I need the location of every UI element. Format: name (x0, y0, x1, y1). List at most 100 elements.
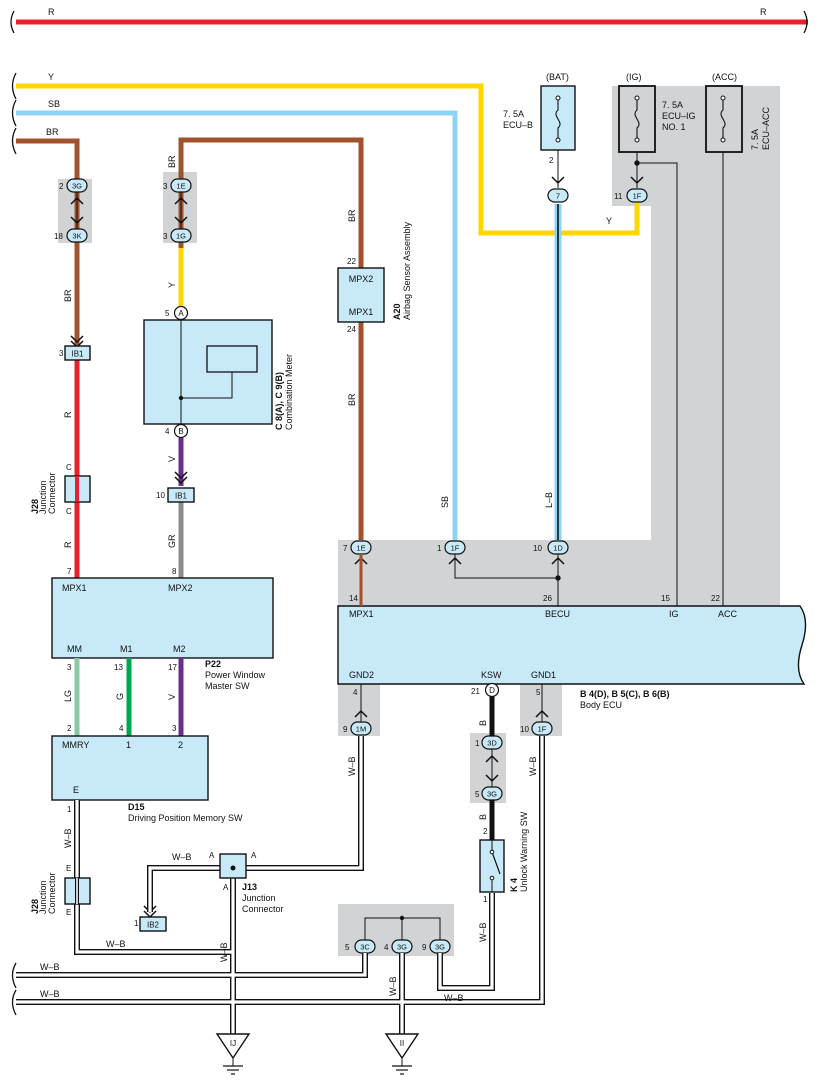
fuse-ig-name1: ECU–IG (662, 111, 696, 121)
svg-text:Combination Meter: Combination Meter (284, 354, 294, 430)
svg-text:3: 3 (163, 182, 168, 191)
svg-text:D: D (489, 686, 495, 695)
wire-label-br: BR (46, 127, 59, 137)
fuse-acc-name: ECU–ACC (761, 106, 771, 150)
svg-text:B: B (178, 427, 183, 436)
svg-text:Connector: Connector (47, 872, 57, 914)
fuse-ig-rating: 7. 5A (662, 100, 683, 110)
svg-text:M2: M2 (173, 644, 186, 654)
purple-wire-meter: V (167, 438, 184, 486)
fuse-ecu-acc: (ACC) 7. 5A ECU–ACC (705, 72, 771, 153)
svg-text:1G: 1G (176, 232, 186, 241)
fuse-ecu-ig: (IG) 7. 5A ECU–IG NO. 1 (618, 72, 696, 188)
wire-label-lb: L–B (544, 492, 554, 508)
svg-text:22: 22 (711, 594, 720, 603)
svg-text:10: 10 (156, 491, 165, 500)
conn-1e-body: 1E (350, 540, 372, 555)
conn-1d-body: 1D (547, 540, 569, 555)
lb-wire-body: L–B (544, 204, 562, 540)
fuse-bat-name: ECU–B (503, 120, 533, 130)
svg-text:2: 2 (59, 182, 64, 191)
conn-1f-body: 1F (444, 540, 466, 555)
wire-label-br-airbag-top: BR (347, 209, 357, 222)
svg-text:3: 3 (67, 663, 72, 672)
yellow-wire-meter: Y (167, 248, 184, 306)
svg-text:W–B: W–B (388, 976, 398, 996)
j28-junction-bottom: J28 Junction Connector (30, 872, 91, 914)
svg-text:Connector: Connector (47, 472, 57, 514)
fuse-bat-rating: 7. 5A (503, 109, 524, 119)
shade-ig-right (651, 200, 780, 540)
svg-text:Junction: Junction (38, 880, 48, 914)
svg-text:W–B: W–B (40, 989, 60, 999)
svg-text:18: 18 (54, 232, 63, 241)
svg-text:3: 3 (172, 724, 177, 733)
svg-text:A: A (251, 851, 257, 860)
svg-text:IJ: IJ (230, 1039, 236, 1048)
svg-text:1: 1 (67, 805, 72, 814)
svg-text:2: 2 (178, 740, 183, 750)
svg-text:1F: 1F (538, 725, 547, 734)
conn-3g-top: 3G (66, 178, 88, 193)
wire-label-br-3k: BR (63, 289, 73, 302)
airbag-sensor: MPX2 MPX1 A20 Airbag Sensor Assembly (337, 221, 412, 323)
svg-text:E: E (66, 864, 71, 873)
fuse-ig-name2: NO. 1 (662, 122, 686, 132)
svg-text:W–B: W–B (40, 962, 60, 972)
svg-text:5: 5 (536, 688, 541, 697)
wb-labels: W–B W–B W–B W–B W–B W–B W–B W–B W–B W–B … (40, 756, 538, 1003)
svg-text:Master SW: Master SW (205, 681, 250, 691)
svg-text:W–B: W–B (172, 852, 192, 862)
svg-text:IB1: IB1 (71, 350, 84, 359)
wire-label-r-ib1: R (63, 411, 73, 418)
svg-text:C: C (66, 463, 72, 472)
svg-text:8: 8 (172, 567, 177, 576)
svg-text:W–B: W–B (63, 828, 73, 848)
svg-text:3: 3 (59, 349, 64, 358)
svg-text:W–B: W–B (444, 993, 464, 1003)
svg-text:11: 11 (614, 192, 623, 201)
svg-text:B: B (478, 720, 488, 726)
svg-text:7: 7 (556, 192, 560, 201)
svg-text:5: 5 (345, 943, 350, 952)
conn-3d: 3D (481, 735, 503, 750)
brown-wire-left: BR BR (16, 127, 80, 352)
ib-connectors: IB1 IB1 IB2 (64, 345, 195, 932)
svg-text:IB1: IB1 (175, 492, 188, 501)
svg-text:Connector: Connector (242, 904, 284, 914)
body-stub-wires (359, 554, 559, 722)
conn-1g: 1G (170, 228, 192, 243)
wire-label-br-airbag-bot: BR (347, 393, 357, 406)
svg-text:1D: 1D (553, 544, 563, 553)
svg-text:7: 7 (343, 544, 348, 553)
fuse-acc-header: (ACC) (712, 72, 737, 82)
svg-text:Body ECU: Body ECU (580, 700, 622, 710)
conn-1e-top: 1E (170, 178, 192, 193)
svg-text:C 8(A), C 9(B): C 8(A), C 9(B) (274, 372, 284, 430)
svg-text:A20: A20 (392, 303, 402, 320)
svg-text:Unlock Warning SW: Unlock Warning SW (519, 811, 529, 892)
svg-text:M1: M1 (120, 644, 133, 654)
svg-text:4: 4 (165, 427, 170, 436)
red-wire-left: R R (63, 360, 80, 578)
wire-label-y-meter: Y (167, 282, 177, 288)
svg-text:14: 14 (349, 594, 358, 603)
svg-text:BECU: BECU (545, 609, 570, 619)
svg-text:3C: 3C (360, 943, 370, 952)
pin-numbers: 2 18 3 3 11 3 10 1 C C 5 4 22 24 7 1 10 … (54, 182, 720, 952)
ground-ii: II (384, 1033, 420, 1075)
svg-text:W–B: W–B (478, 922, 488, 942)
wire-label-y: Y (48, 72, 54, 82)
svg-text:7: 7 (67, 567, 72, 576)
combination-meter: A B C 8(A), C 9(B) Combination Meter (143, 305, 294, 439)
wb-wires (16, 736, 545, 1034)
p22-d15-wires: LG G V (63, 658, 184, 736)
conn-3g-junction-a: 3G (391, 939, 413, 954)
svg-text:P22: P22 (205, 659, 221, 669)
svg-text:J28: J28 (30, 499, 40, 514)
wire-label-v-meter: V (167, 456, 177, 462)
svg-text:E: E (66, 908, 71, 917)
svg-text:1: 1 (437, 544, 442, 553)
fuse-ecu-b: (BAT) 7. 5A ECU–B 2 (503, 72, 576, 188)
